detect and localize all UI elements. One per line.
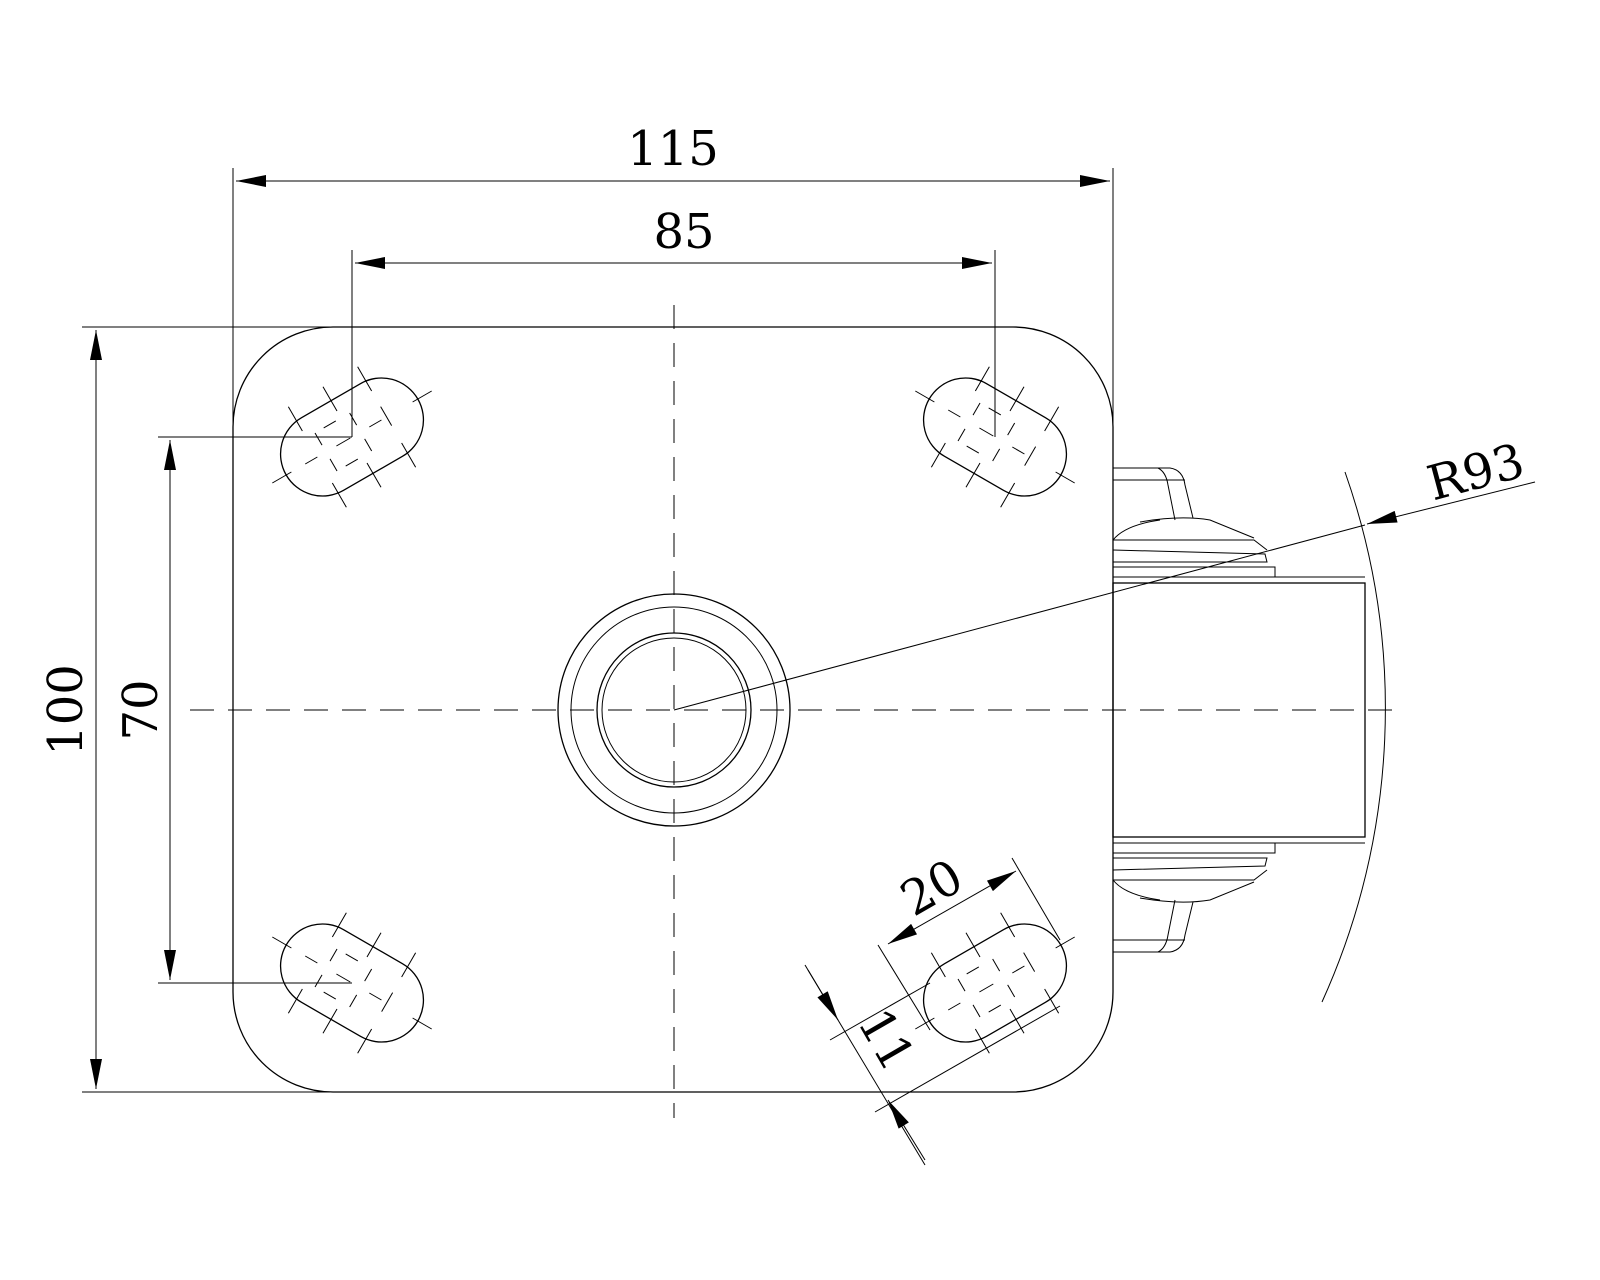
dim-line-11-bottom: [887, 1099, 926, 1161]
dim-line-11-top: [807, 969, 839, 1021]
dim-text-wheel-radius: R93: [1422, 433, 1530, 512]
dim-text-hole-spacing-y: 70: [113, 679, 169, 740]
radius-line: [673, 524, 1366, 711]
dim-text-slot-length: 20: [892, 849, 973, 928]
wheel-side-view: [1112, 467, 1366, 953]
radius-leader: [1366, 481, 1536, 525]
dim-line-20: [887, 870, 1017, 945]
dim-text-hole-spacing-x: 85: [653, 204, 714, 260]
dim-text-overall-width: 115: [627, 121, 719, 177]
dim-text-slot-width: 11: [846, 1000, 925, 1081]
wheel-radius-arc: [1321, 471, 1386, 1003]
extension-lines: [82, 168, 1114, 1166]
dim-text-overall-height: 100: [38, 664, 94, 756]
